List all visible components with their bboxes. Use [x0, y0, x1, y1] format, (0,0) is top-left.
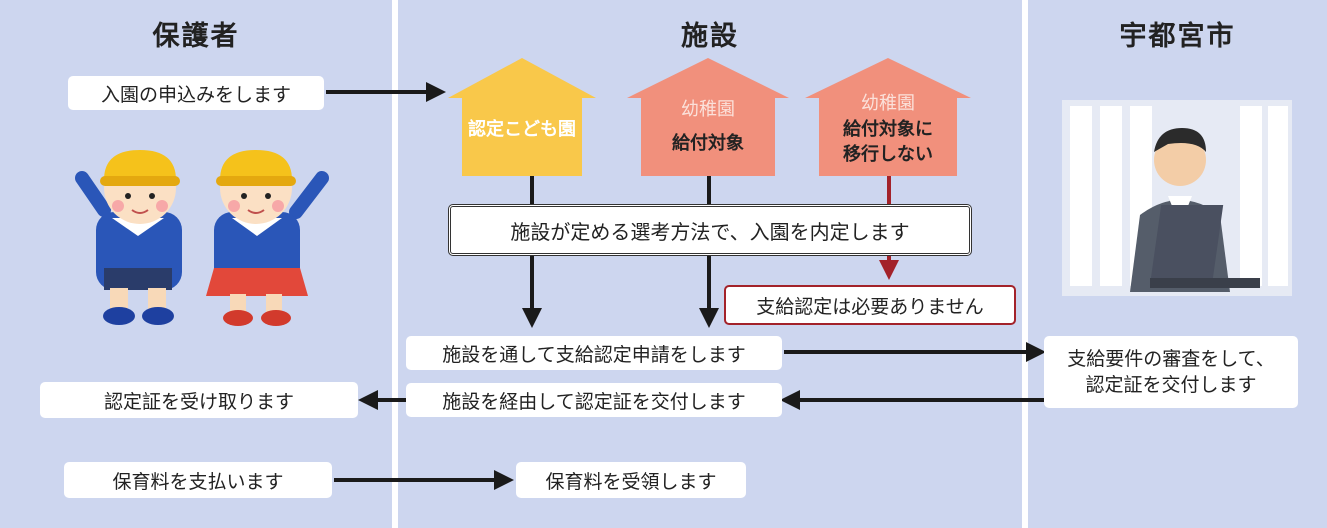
children-illustration [75, 150, 329, 326]
issue-cert-box: 施設を経由して認定証を交付します [406, 383, 782, 417]
house-kodomoen [448, 58, 596, 176]
facility-heading: 施設 [681, 21, 739, 52]
child-boy [75, 150, 182, 325]
review-line-1: 支給要件の審査をして、 [1067, 348, 1275, 370]
receive-fee-box: 保育料を受領します [516, 462, 746, 498]
no-cert-box: 支給認定は必要ありません [724, 285, 1016, 325]
review-line-2: 認定証を交付します [1085, 374, 1257, 396]
selection-box: 施設が定める選考方法で、入園を内定します [448, 204, 972, 256]
house-youchien-nobenefit-title: 幼稚園 [861, 93, 915, 114]
guardian-heading: 保護者 [152, 21, 240, 52]
pay-fee-box: 保育料を支払います [64, 462, 332, 498]
house-youchien-nobenefit-label-1: 給付対象に [843, 119, 933, 140]
house-youchien-benefit-title: 幼稚園 [681, 99, 735, 120]
house-kodomoen-label: 認定こども園 [468, 119, 576, 140]
house-youchien-benefit-label: 給付対象 [672, 133, 744, 154]
child-girl [206, 150, 329, 326]
city-illustration [1062, 100, 1292, 296]
house-youchien-benefit [627, 58, 789, 176]
city-heading: 宇都宮市 [1119, 21, 1236, 52]
apply-box: 入園の申込みをします [68, 76, 324, 110]
house-youchien-nobenefit [805, 58, 971, 176]
house-youchien-nobenefit-label-2: 移行しない [843, 144, 933, 165]
receive-cert-box: 認定証を受け取ります [40, 382, 358, 418]
review-box: 支給要件の審査をして、 認定証を交付します [1044, 336, 1298, 408]
apply-cert-box: 施設を通して支給認定申請をします [406, 336, 782, 370]
